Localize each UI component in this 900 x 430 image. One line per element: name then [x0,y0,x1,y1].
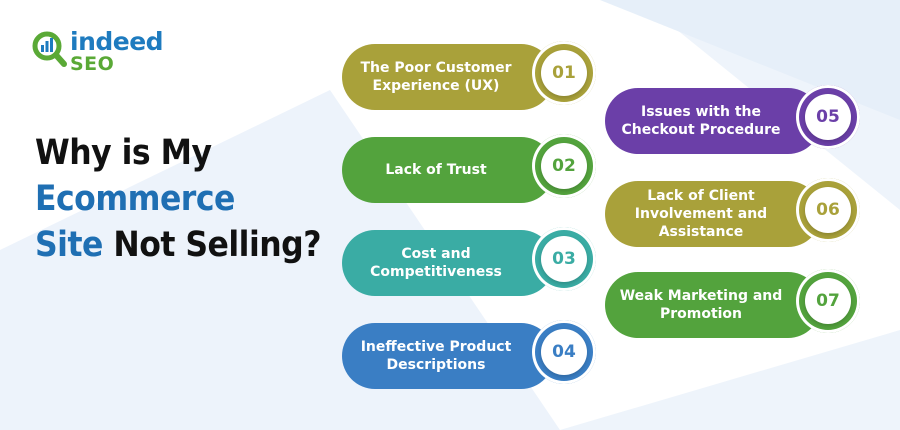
reason-number: 02 [541,143,587,189]
reason-number: 01 [541,50,587,96]
reason-label: Lack of Trust [342,137,554,203]
title-line-3-rest: Not Selling? [102,225,321,265]
reason-number-badge: 01 [532,41,596,105]
reason-label: Cost and Competitiveness [342,230,554,296]
reason-number: 05 [805,94,851,140]
title-line-3-highlight: Site [35,225,103,265]
reason-number: 06 [805,187,851,233]
reason-number-badge: 06 [796,178,860,242]
reason-item-06: Lack of Client Involvement and Assistanc… [605,178,860,247]
title-line-3: Site Not Selling? [35,222,325,268]
reason-item-01: The Poor Customer Experience (UX)01 [342,41,596,110]
page-title: Why is My Ecommerce Site Not Selling? [35,130,325,268]
title-line-1: Why is My [35,133,212,173]
reason-label: Weak Marketing and Promotion [605,272,821,338]
reason-label: The Poor Customer Experience (UX) [342,44,554,110]
reason-number: 03 [541,236,587,282]
reason-number-badge: 02 [532,134,596,198]
reason-label: Lack of Client Involvement and Assistanc… [605,181,821,247]
reason-number: 04 [541,329,587,375]
title-line-2: Ecommerce [35,179,235,219]
brand-sub: SEO [70,53,115,75]
reason-number-badge: 05 [796,85,860,149]
brand-logo: indeed SEO [30,26,180,78]
reason-number: 07 [805,278,851,324]
reason-number-badge: 04 [532,320,596,384]
reason-number-badge: 07 [796,269,860,333]
reason-label: Issues with the Checkout Procedure [605,88,821,154]
brand-name: indeed [70,27,164,56]
reason-number-badge: 03 [532,227,596,291]
reason-label: Ineffective Product Descriptions [342,323,554,389]
magnifier-icon [32,31,67,67]
